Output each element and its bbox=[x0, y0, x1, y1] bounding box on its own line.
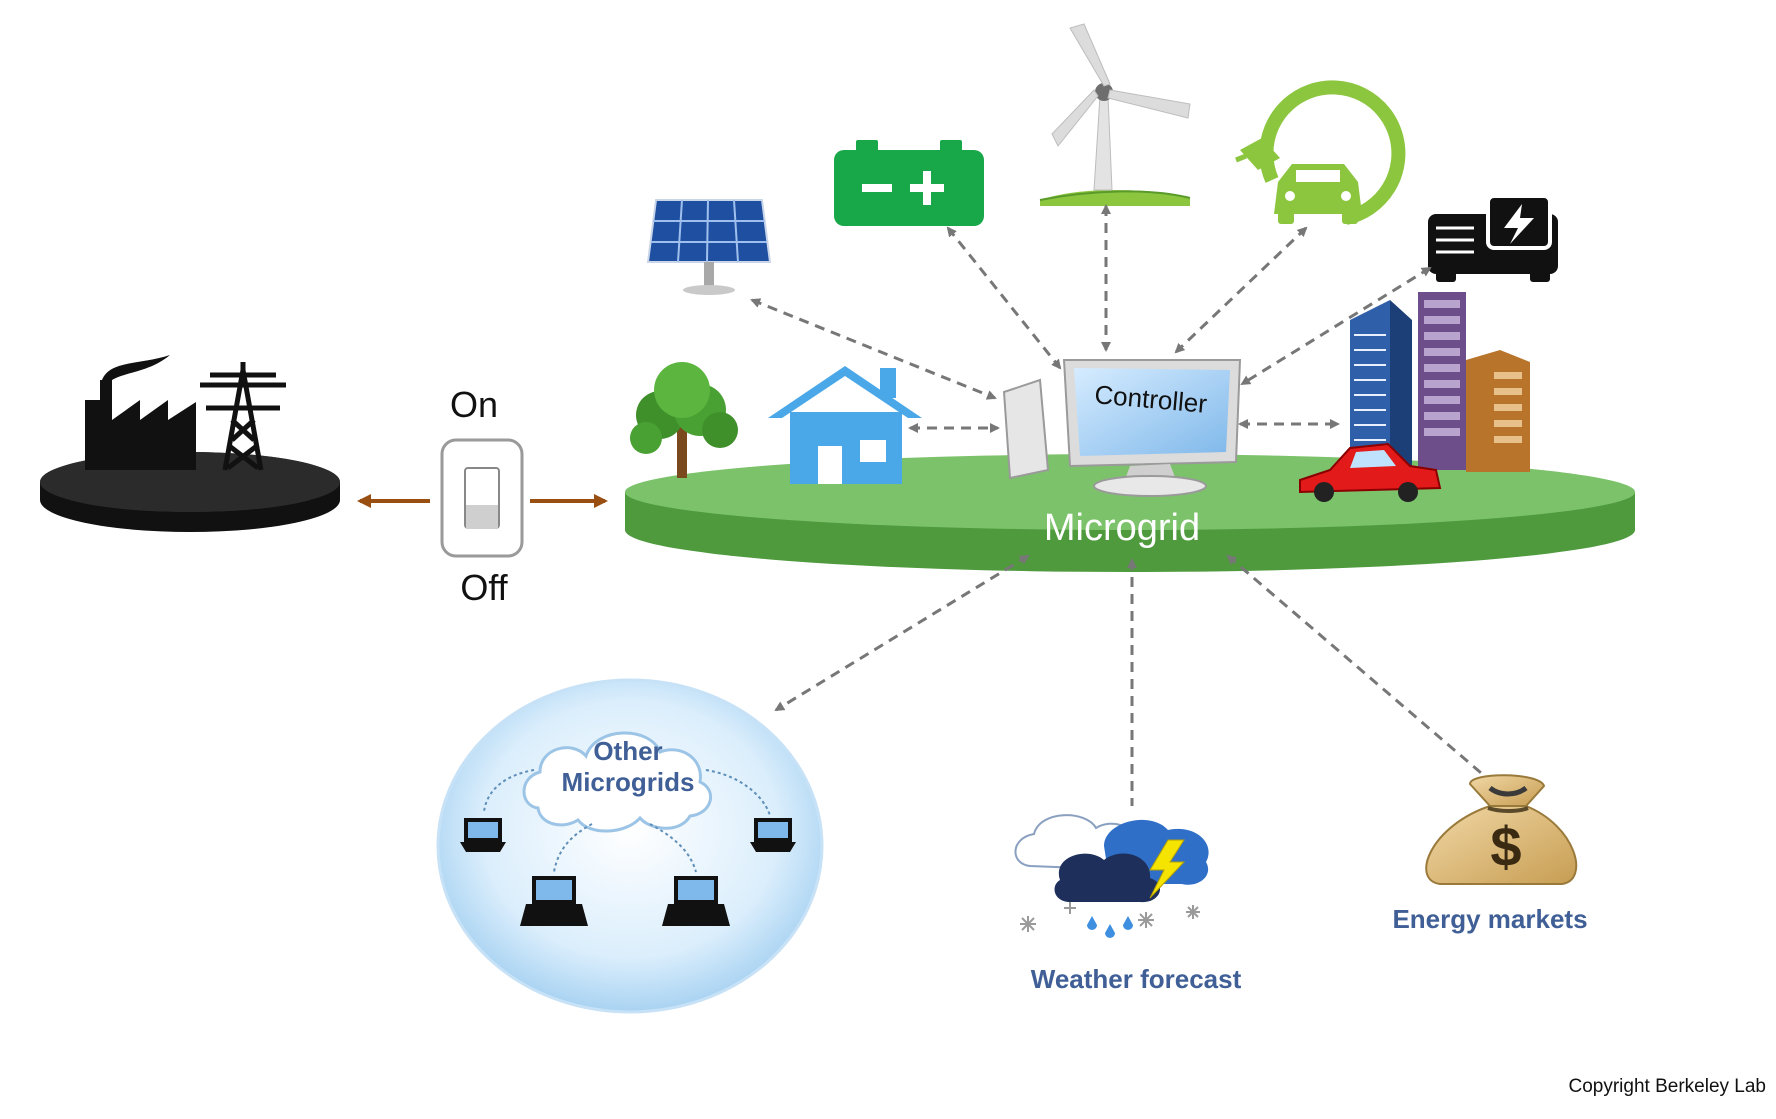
weather-label: Weather forecast bbox=[1031, 964, 1242, 994]
tree-icon bbox=[630, 362, 738, 478]
ev-link bbox=[1174, 226, 1308, 354]
other-microgrids-line1: Other bbox=[593, 736, 662, 766]
storm-cloud-icon bbox=[1014, 814, 1209, 938]
solar-link bbox=[750, 298, 997, 400]
other-microgrids-line2: Microgrids bbox=[562, 767, 695, 797]
switch: On Off bbox=[440, 384, 524, 608]
resource-links bbox=[750, 204, 1432, 400]
cloud-network-icon: Other Microgrids bbox=[483, 731, 771, 873]
wind-turbine-icon bbox=[1039, 23, 1191, 206]
switch-icon bbox=[440, 438, 524, 558]
generator-icon bbox=[1428, 194, 1558, 282]
controller-computer-icon: Controller bbox=[1002, 359, 1242, 497]
other-microgrids: Other Microgrids bbox=[436, 678, 824, 1014]
energy-markets: $ Energy markets bbox=[1392, 774, 1588, 934]
dollar-sign-icon: $ bbox=[1490, 815, 1521, 878]
generator-link bbox=[1240, 266, 1432, 386]
transmission-tower-icon bbox=[200, 362, 286, 471]
money-bag-icon: $ bbox=[1425, 774, 1578, 885]
switch-off-label: Off bbox=[460, 567, 508, 608]
network-bubble bbox=[436, 678, 824, 1014]
solar-panel-icon bbox=[646, 199, 772, 295]
battery-icon bbox=[834, 140, 984, 226]
microgrid-label: Microgrid bbox=[1044, 507, 1200, 549]
other-microgrids-link bbox=[774, 554, 1030, 712]
laptop-icon-bottom-left bbox=[520, 876, 588, 926]
laptop-icon-left bbox=[460, 818, 506, 852]
utility-grid bbox=[40, 355, 340, 532]
laptop-icon-bottom-right bbox=[662, 876, 730, 926]
switch-on-label: On bbox=[450, 384, 498, 425]
house-icon bbox=[768, 366, 922, 484]
markets-label: Energy markets bbox=[1392, 904, 1587, 934]
markets-link bbox=[1226, 554, 1496, 786]
weather-forecast: Weather forecast bbox=[1014, 814, 1242, 994]
power-plant-icon bbox=[85, 355, 196, 470]
car-icon bbox=[1299, 442, 1442, 502]
external-links bbox=[774, 554, 1496, 806]
electric-vehicle-icon bbox=[1235, 80, 1406, 225]
laptop-icon-right bbox=[750, 818, 796, 852]
battery-link bbox=[946, 226, 1062, 370]
copyright-text: Copyright Berkeley Lab bbox=[1569, 1076, 1767, 1097]
